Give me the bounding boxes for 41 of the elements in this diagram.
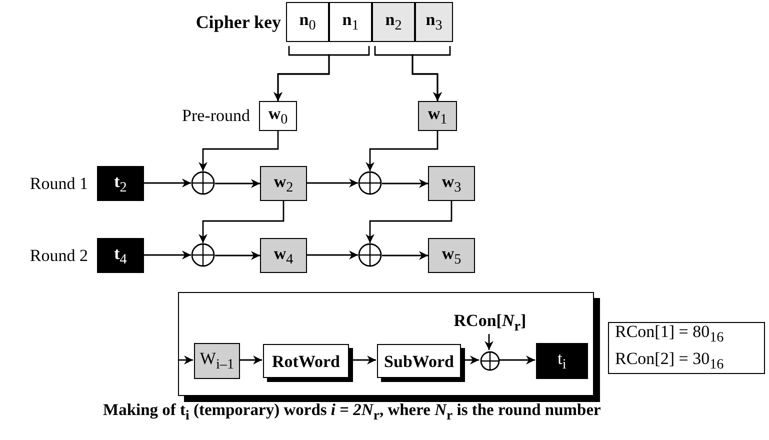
arrow (215, 251, 260, 260)
constant-label: RCon[N$_{r}$] (441, 311, 539, 335)
caption: Making of t$_{i}$ (temporary) words i = 2N$_{r}$, where N$_{r}$ is the round number (103, 400, 601, 424)
row-label: Round 1 (30, 174, 88, 194)
constant-table (608, 322, 765, 374)
arrow (499, 356, 535, 364)
word-box: w$_{0}$ (259, 101, 297, 131)
arrow (412, 46, 451, 101)
constant-value: RCon[2] = 30$_{16}$ (615, 348, 724, 374)
word-box: W$_{i–1}$ (194, 343, 240, 379)
key-cell: n$_{2}$ (372, 2, 415, 42)
arrow (179, 356, 193, 364)
temp-word-box: t$_{i}$ (536, 343, 588, 379)
arrow (366, 131, 438, 171)
key-cell: n$_{1}$ (329, 2, 372, 42)
arrow (144, 250, 191, 260)
word-box: w$_{2}$ (260, 166, 307, 201)
temp-word-box: t$_{2}$ (97, 166, 144, 201)
arrow (484, 334, 494, 350)
arrow (307, 178, 358, 188)
word-box: w$_{4}$ (260, 238, 307, 273)
key-label: Cipher key (195, 10, 281, 34)
arrow (198, 131, 279, 171)
arrow (144, 178, 191, 188)
arrow (366, 201, 452, 243)
temp-word-box: t$_{4}$ (97, 238, 144, 273)
arrow (239, 356, 262, 364)
key-cell: n$_{3}$ (415, 2, 453, 42)
arrow (307, 250, 358, 260)
key-cell: n$_{0}$ (286, 2, 329, 42)
row-label: Round 2 (30, 246, 88, 266)
arrow (382, 179, 428, 188)
constant-value: RCon[1] = 80$_{16}$ (615, 321, 724, 348)
arrow (274, 46, 370, 101)
word-box: w$_{3}$ (428, 166, 475, 201)
word-box: w$_{5}$ (428, 238, 475, 273)
arrow (382, 251, 428, 260)
arrow (215, 179, 260, 188)
arrow (198, 201, 284, 243)
word-box: w$_{1}$ (418, 101, 457, 131)
row-label: Pre-round (182, 106, 250, 126)
